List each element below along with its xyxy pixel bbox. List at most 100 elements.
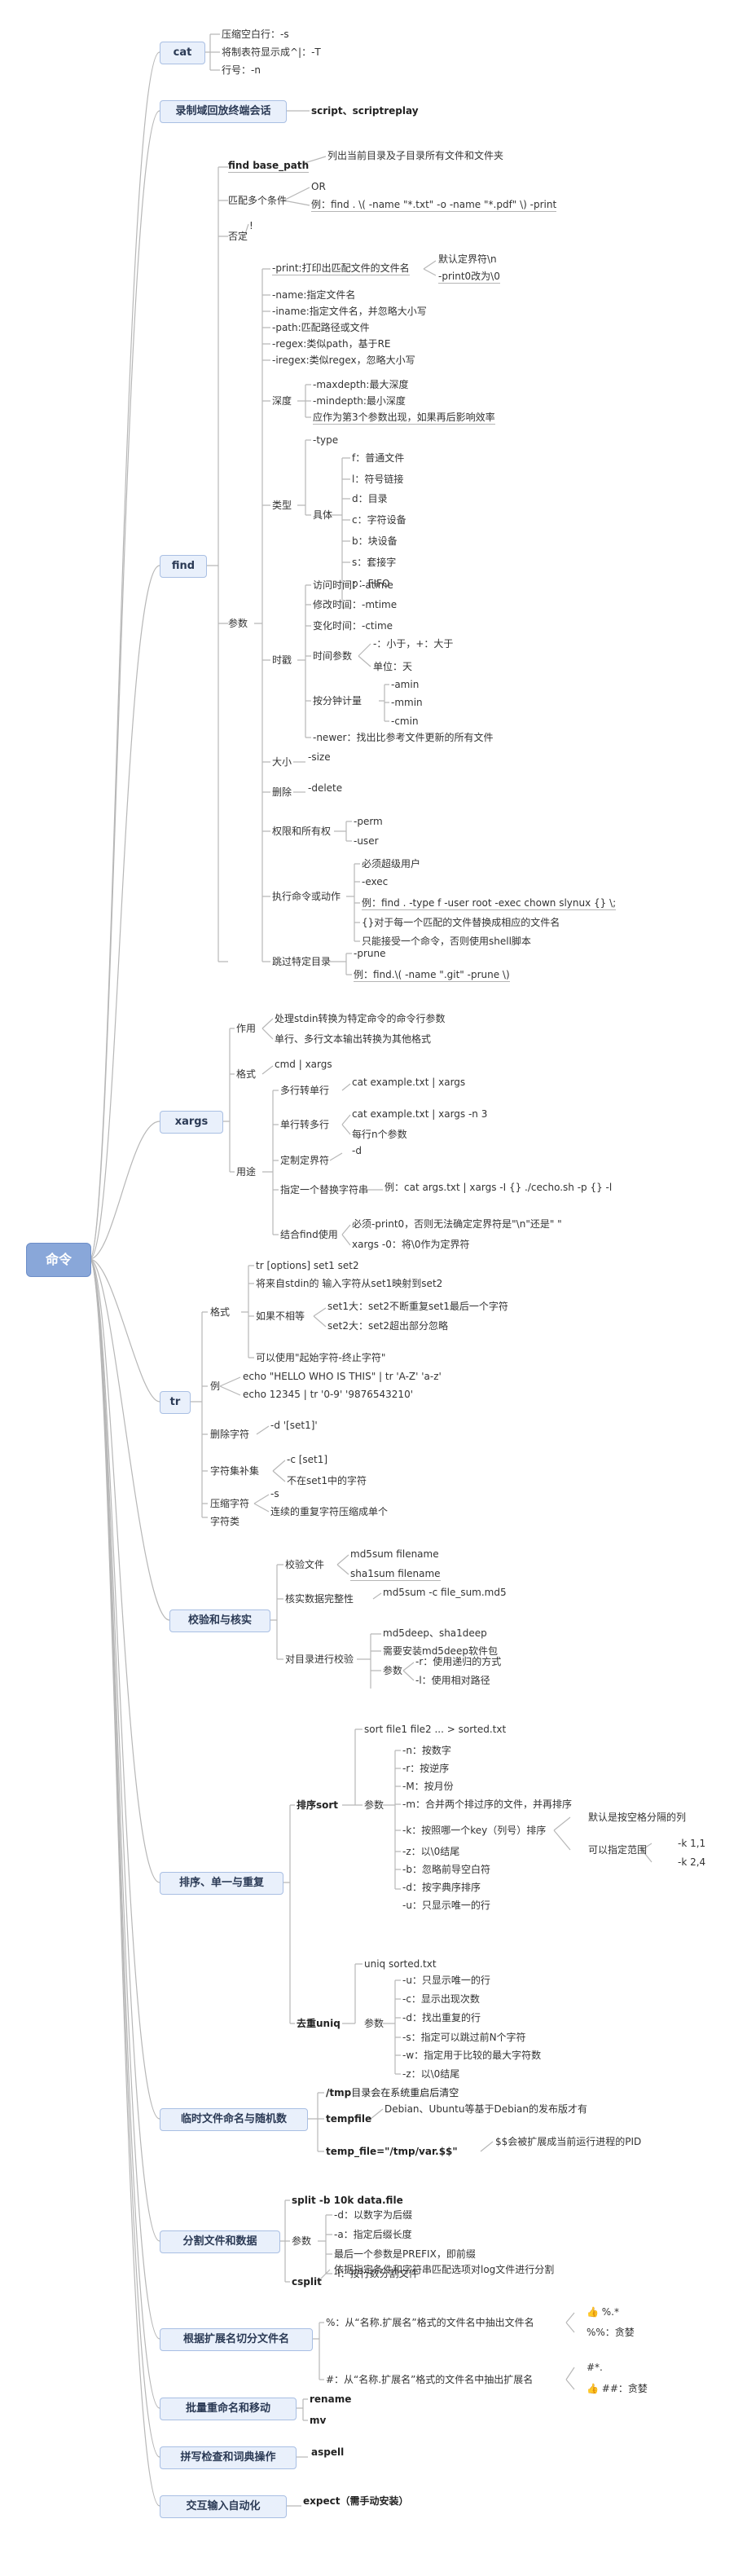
record-item: script、scriptreplay bbox=[311, 105, 419, 117]
sort-b: -b：忽略前导空白符 bbox=[402, 1864, 490, 1875]
ext-hash-2-text: ##：贪婪 bbox=[601, 2383, 648, 2394]
csplit-desc: 依据指定条件和字符串匹配选项对log文件进行分割 bbox=[334, 2264, 555, 2275]
find-print: -print:打印出匹配文件的文件名 bbox=[272, 262, 410, 275]
node-split[interactable]: 分割文件和数据 bbox=[160, 2230, 280, 2253]
find-type-flag: -type bbox=[313, 434, 339, 446]
uniq-u: -u：只显示唯一的行 bbox=[402, 1975, 490, 1986]
find-exec-example: 例：find . -type f -user root -exec chown … bbox=[362, 897, 617, 910]
checksum-dir: 对目录进行校验 bbox=[285, 1653, 354, 1665]
find-time-sign: -：小于，+：大于 bbox=[373, 638, 454, 650]
find-type-item: l：符号链接 bbox=[352, 473, 404, 485]
root-node[interactable]: 命令 bbox=[26, 1243, 91, 1277]
xargs-wf-1: 必须-print0，否则无法确定定界符是"\n"还是" " bbox=[352, 1218, 562, 1230]
node-checksum[interactable]: 校验和与核实 bbox=[169, 1609, 270, 1632]
xargs-role-2: 单行、多行文本输出转换为其他格式 bbox=[275, 1033, 432, 1045]
uniq-z: -z：以\0结尾 bbox=[402, 2068, 460, 2080]
tr-unequal-1: set1大：set2不断重复set1最后一个字符 bbox=[327, 1301, 508, 1312]
uniq-w: -w：指定用于比较的最大字符数 bbox=[402, 2050, 542, 2061]
xargs-script-param: 指定一个替换字符串 bbox=[280, 1184, 369, 1196]
tr-complement: 字符集补集 bbox=[210, 1465, 260, 1477]
find-time: 时戳 bbox=[272, 654, 292, 666]
ext-pct-2: %%：贪婪 bbox=[587, 2327, 635, 2338]
node-record-session[interactable]: 录制域回放终端会话 bbox=[160, 100, 287, 123]
find-print0: -print0改为\0 bbox=[438, 271, 500, 284]
node-xargs[interactable]: xargs bbox=[160, 1111, 223, 1134]
find-newer: -newer：找出比参考文件更新的所有文件 bbox=[313, 732, 494, 743]
find-perm: -perm bbox=[354, 816, 383, 827]
spell-item: aspell bbox=[311, 2446, 345, 2458]
tr-example-2: echo 12345 | tr '0-9' '9876543210' bbox=[243, 1389, 413, 1400]
node-rename[interactable]: 批量重命名和移动 bbox=[160, 2398, 297, 2420]
find-mindepth: -mindepth:最小深度 bbox=[313, 395, 406, 407]
find-perm-group: 权限和所有权 bbox=[272, 826, 332, 837]
sort-z: -z：以\0结尾 bbox=[402, 1846, 460, 1857]
find-exec-single: 只能接受一个命令，否则使用shell脚本 bbox=[362, 936, 531, 947]
find-size-group: 大小 bbox=[272, 756, 292, 768]
find-type-item: p：FIFO bbox=[352, 578, 390, 589]
node-tr[interactable]: tr bbox=[160, 1391, 191, 1414]
rename-item: mv bbox=[310, 2415, 327, 2426]
find-ctime: 变化时间：-ctime bbox=[313, 620, 393, 632]
find-depth: 深度 bbox=[272, 395, 292, 407]
find-prune: -prune bbox=[354, 948, 386, 959]
ext-pct: %：从“名称.扩展名”格式的文件名中抽出文件名 bbox=[326, 2317, 534, 2328]
tr-unequal: 如果不相等 bbox=[256, 1310, 305, 1322]
sort-cmd: sort file1 file2 ... > sorted.txt bbox=[364, 1724, 507, 1735]
temp-tmp: /tmp目录会在系统重启后清空 bbox=[326, 2087, 459, 2098]
find-type-item: b：块设备 bbox=[352, 535, 398, 547]
thumbs-up-icon: 👍 bbox=[587, 2306, 599, 2318]
tr-classes: 字符类 bbox=[210, 1516, 240, 1527]
split-a: -a：指定后缀长度 bbox=[334, 2229, 412, 2240]
sort-params: 参数 bbox=[364, 1799, 384, 1811]
node-cat[interactable]: cat bbox=[160, 42, 205, 64]
node-expect[interactable]: 交互输入自动化 bbox=[160, 2495, 287, 2518]
rename-item: rename bbox=[310, 2393, 352, 2405]
checksum-file: 校验文件 bbox=[285, 1559, 325, 1570]
find-type-item: d：目录 bbox=[352, 493, 388, 504]
find-bang: ! bbox=[249, 220, 253, 231]
xargs-format-val: cmd | xargs bbox=[275, 1059, 332, 1070]
split-d: -d：以数字为后缀 bbox=[334, 2209, 412, 2221]
tr-delete-flag: -d '[set1]' bbox=[270, 1420, 318, 1431]
xargs-wf-2: xargs -0：将\0作为定界符 bbox=[352, 1239, 470, 1250]
node-tempfile[interactable]: 临时文件命名与随机数 bbox=[160, 2108, 308, 2131]
node-find[interactable]: find bbox=[160, 555, 207, 578]
sort-k: -k：按照哪一个key（列号）排序 bbox=[402, 1825, 547, 1836]
node-sort-uniq[interactable]: 排序、单一与重复 bbox=[160, 1872, 283, 1895]
checksum-file-1: md5sum filename bbox=[350, 1548, 439, 1560]
find-size: -size bbox=[308, 751, 331, 763]
temp-tempfile: tempfile bbox=[326, 2113, 372, 2125]
find-maxdepth: -maxdepth:最大深度 bbox=[313, 379, 409, 390]
xargs-script-ex: 例：cat args.txt | xargs -I {} ./cecho.sh … bbox=[384, 1182, 613, 1193]
tr-format: 格式 bbox=[210, 1306, 231, 1318]
temp-tmp-path: /tmp bbox=[326, 2087, 352, 2098]
find-by-minute: 按分钟计量 bbox=[313, 695, 363, 707]
find-exec-group: 执行命令或动作 bbox=[272, 891, 341, 902]
find-regex: -regex:类似path，基于RE bbox=[272, 338, 391, 350]
node-extension[interactable]: 根据扩展名切分文件名 bbox=[160, 2328, 313, 2351]
find-delete-group: 删除 bbox=[272, 786, 292, 798]
xargs-delim-flag: -d bbox=[352, 1145, 362, 1156]
ext-pct-1-text: %.* bbox=[601, 2306, 619, 2318]
find-mmin: -mmin bbox=[391, 697, 423, 708]
find-base: find base_path bbox=[228, 160, 310, 173]
temp-tempfile-desc: Debian、Ubuntu等基于Debian的发布版才有 bbox=[384, 2103, 587, 2115]
find-print-default: 默认定界符\n bbox=[438, 253, 497, 265]
tr-range: 可以使用"起始字符-终止字符" bbox=[256, 1352, 386, 1363]
node-spell[interactable]: 拼写检查和词典操作 bbox=[160, 2446, 297, 2469]
tr-complement-2: 不在set1中的字符 bbox=[287, 1475, 367, 1486]
ext-pct-1: 👍 %.* bbox=[587, 2306, 619, 2318]
tr-example: 例 bbox=[210, 1380, 221, 1392]
find-type-item: c：字符设备 bbox=[352, 514, 406, 526]
find-name: -name:指定文件名 bbox=[272, 289, 356, 301]
tr-unequal-2: set2大：set2超出部分忽略 bbox=[327, 1320, 448, 1332]
temp-var-desc: $$会被扩展成当前运行进程的PID bbox=[495, 2136, 642, 2147]
checksum-verify-1: md5sum -c file_sum.md5 bbox=[383, 1587, 507, 1598]
sort-d: -d：按字典序排序 bbox=[402, 1882, 481, 1893]
thumbs-up-icon: 👍 bbox=[587, 2383, 599, 2394]
ext-hash-1: #*. bbox=[587, 2362, 603, 2373]
sort-M: -M：按月份 bbox=[402, 1781, 454, 1792]
sort-sort: 排序sort bbox=[297, 1799, 339, 1811]
